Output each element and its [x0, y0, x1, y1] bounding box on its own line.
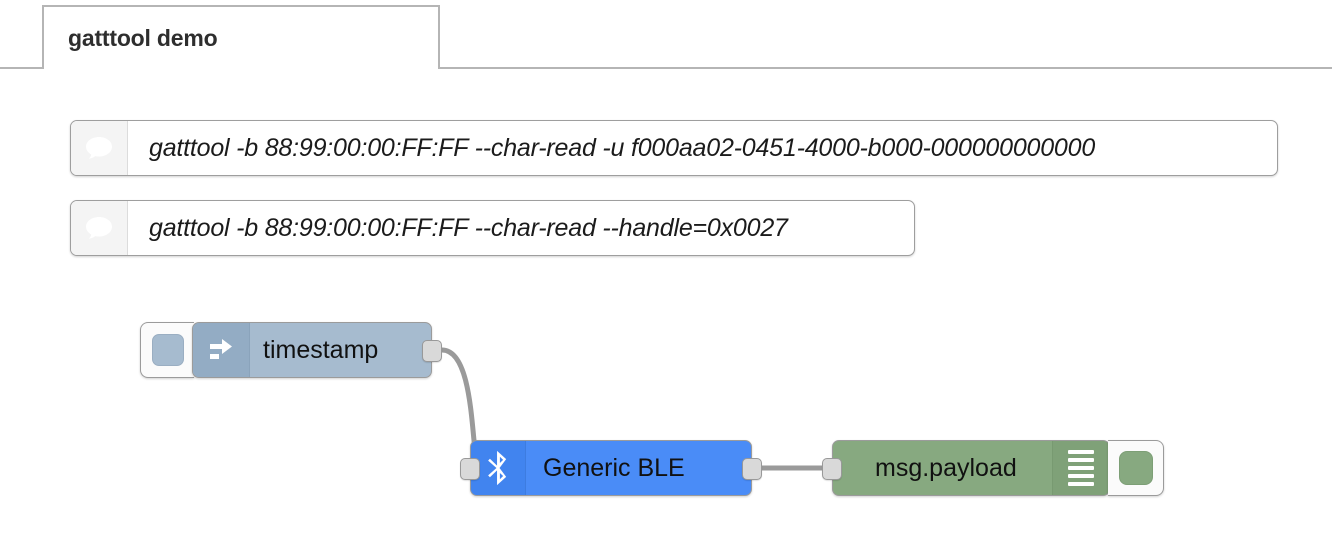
- debug-button-square: [1118, 451, 1153, 485]
- comment-bubble-icon: [71, 201, 128, 255]
- ble-input-port[interactable]: [460, 458, 480, 480]
- generic-ble-node[interactable]: Generic BLE: [460, 440, 762, 496]
- inject-output-port[interactable]: [422, 340, 442, 362]
- debug-lines-icon: [1052, 441, 1109, 495]
- debug-toggle-button[interactable]: [1108, 440, 1164, 496]
- inject-arrow-icon: [193, 323, 250, 377]
- flow-canvas[interactable]: gatttool -b 88:99:00:00:FF:FF --char-rea…: [0, 69, 1332, 554]
- debug-node[interactable]: msg.payload: [822, 440, 1110, 496]
- ble-output-port[interactable]: [742, 458, 762, 480]
- comment-text: gatttool -b 88:99:00:00:FF:FF --char-rea…: [149, 133, 1096, 162]
- tab-bar-rule: [0, 67, 1332, 69]
- workspace-tab-bar: gatttool demo: [0, 0, 1332, 69]
- bluetooth-icon: [471, 441, 526, 495]
- tab-gatttool-demo[interactable]: gatttool demo: [42, 5, 440, 69]
- comment-node-2[interactable]: gatttool -b 88:99:00:00:FF:FF --char-rea…: [70, 200, 915, 256]
- comment-bubble-icon: [71, 121, 128, 175]
- inject-node[interactable]: timestamp: [192, 322, 442, 378]
- generic-ble-node-label: Generic BLE: [543, 453, 685, 482]
- inject-button-square: [151, 334, 184, 366]
- inject-node-label: timestamp: [263, 335, 379, 364]
- debug-input-port[interactable]: [822, 458, 842, 480]
- inject-trigger-button[interactable]: [140, 322, 194, 378]
- comment-text: gatttool -b 88:99:00:00:FF:FF --char-rea…: [149, 213, 788, 242]
- comment-node-1[interactable]: gatttool -b 88:99:00:00:FF:FF --char-rea…: [70, 120, 1278, 176]
- tab-label: gatttool demo: [68, 25, 218, 51]
- debug-node-label: msg.payload: [875, 453, 1017, 482]
